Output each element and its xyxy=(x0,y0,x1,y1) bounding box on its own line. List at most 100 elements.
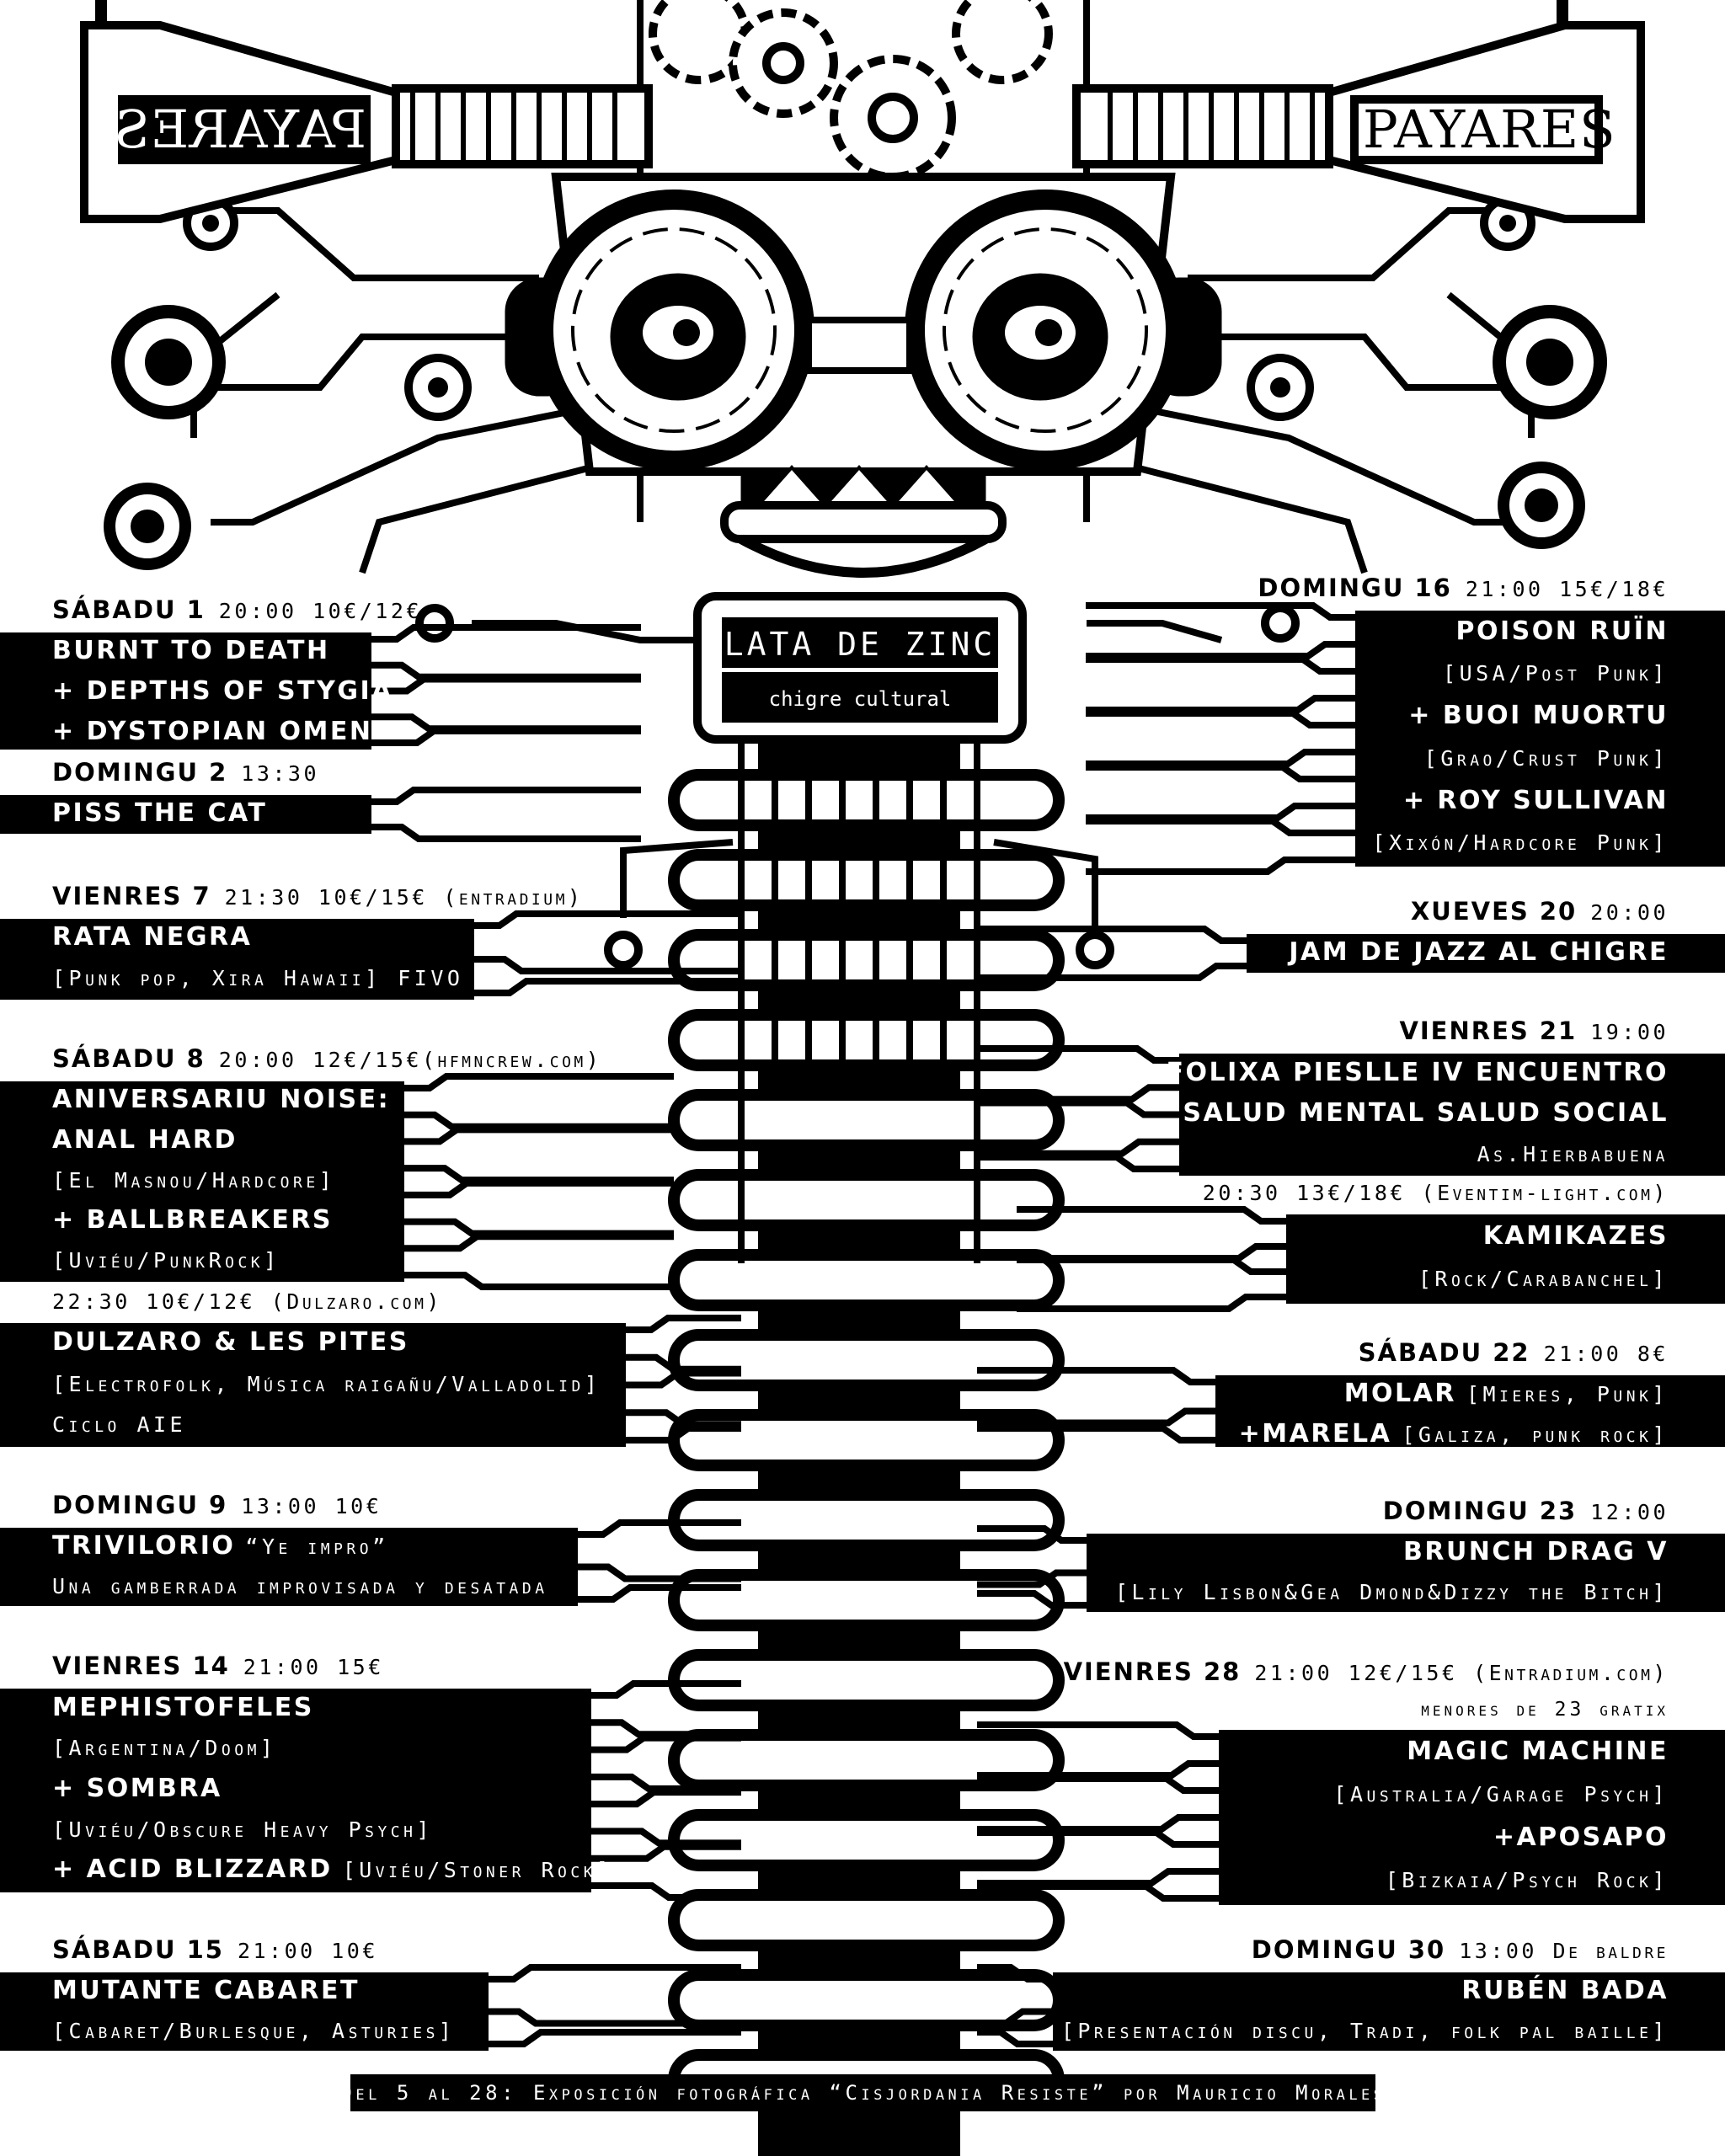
circuit-trace xyxy=(1086,764,1355,782)
event-day: DOMINGU 16 xyxy=(1258,574,1452,602)
event-block: Dulzaro & Les Pites [Electrofolk, Música … xyxy=(0,1323,626,1447)
event-block: Piss the Cat xyxy=(0,795,371,834)
band-name: Mutante Cabaret xyxy=(52,1976,360,2005)
event-line: [Uviéu/Obscure Heavy Psych] xyxy=(52,1812,433,1851)
band-name: + Acid Blizzard xyxy=(52,1854,333,1885)
spring-coil xyxy=(668,1249,1065,1311)
event-line: Jam de Jazz al Chigre xyxy=(1289,934,1669,974)
event-header: DOMINGU 2 13:30 xyxy=(52,755,319,793)
circuit-trace xyxy=(977,1084,1179,1103)
event-line: + Buoi Muortu xyxy=(1408,697,1669,738)
band-info: [Electrofolk, Música raigañu/Valladolid] xyxy=(52,1371,601,1396)
event-line: [Cabaret/Burlesque, Asturies] xyxy=(52,2013,456,2052)
right-trumpet xyxy=(1072,21,1645,223)
event-time-price: 21:00 15€/18€ xyxy=(1465,577,1669,601)
circuit-trace xyxy=(977,926,1247,944)
robot-face xyxy=(505,173,1222,578)
circuit-trace xyxy=(371,675,641,695)
event-time-price: 13:30 xyxy=(241,761,320,786)
band-name: + Depths of Stygia xyxy=(52,676,393,706)
event-block: Burnt to Death+ Depths of Stygia+ Dystop… xyxy=(0,632,391,750)
circuit-trace xyxy=(371,713,641,733)
circuit-trace xyxy=(626,1369,741,1389)
band-info: [El Masnou/Hardcore] xyxy=(52,1168,336,1193)
circuit-trace xyxy=(1017,1257,1286,1275)
exhibition-banner: Del 5 al 28: Exposición fotográfica “Cis… xyxy=(339,2074,1382,2111)
event-block: Rata Negra[Punk pop, Xira Hawaii] FIVO xyxy=(0,919,474,1000)
event-day: DOMINGU 30 xyxy=(1251,1935,1446,1964)
event-time-price: 12:00 xyxy=(1590,1500,1669,1524)
band-info: [Bizkaia/Psych Rock] xyxy=(1385,1868,1669,1893)
event-line: [USA/Post Punk] xyxy=(1443,655,1669,695)
band-info: [Grao/Crust Punk] xyxy=(1423,745,1669,771)
event-day: VIENRES 14 xyxy=(52,1652,230,1680)
event-block: Trivilorio“Ye impro”Una gamberrada impro… xyxy=(0,1528,578,1606)
event-day: DOMINGU 2 xyxy=(52,758,228,787)
event-line: + Dystopian Omen xyxy=(52,713,372,754)
circuit-trace xyxy=(591,1773,741,1792)
circuit-trace xyxy=(404,1233,674,1252)
circuit-trace xyxy=(371,661,641,680)
band-info: [Mieres, Punk] xyxy=(1466,1382,1669,1406)
circuit-trace xyxy=(977,1525,1087,1544)
circuit-trace xyxy=(591,1680,741,1699)
circuit-trace xyxy=(474,910,741,929)
band-name: Mephistofeles xyxy=(52,1692,314,1722)
band-info: [Presentación discu, Tradi, folk pal bai… xyxy=(1060,2019,1669,2043)
spring-coil xyxy=(668,769,1065,831)
circuit-trace xyxy=(1086,695,1355,713)
band-name: + Dystopian Omen xyxy=(52,717,373,746)
event-line: [Presentación discu, Tradi, folk pal bai… xyxy=(1061,2013,1669,2052)
circuit-trace xyxy=(1086,749,1355,767)
spring-coil xyxy=(668,1889,1065,1951)
band-name: Rubén Bada xyxy=(1461,1976,1669,2005)
circuit-trace xyxy=(591,1789,741,1808)
circuit-trace xyxy=(977,1138,1179,1157)
event-line: + Acid Blizzard[Uviéu/Stoner Rock] xyxy=(52,1851,613,1892)
event-block: Kamikazes[Rock/Carabanchel] xyxy=(1286,1214,1725,1304)
event-day: XUEVES 20 xyxy=(1410,897,1578,926)
band-name: + Ballbreakers xyxy=(52,1205,334,1235)
circuit-trace xyxy=(1017,1294,1286,1312)
event-block: Molar[Mieres, Punk]+Marela[Galiza, punk … xyxy=(1215,1375,1725,1449)
band-name: Folixa Pieslle IV Encuentro xyxy=(1166,1057,1669,1087)
event-line: [Xixón/Hardcore Punk] xyxy=(1372,825,1669,864)
circuit-trace xyxy=(977,1721,1219,1740)
event-line: [Electrofolk, Música raigañu/Valladolid] xyxy=(52,1366,601,1406)
event-day: VIENRES 21 xyxy=(1399,1017,1578,1045)
circuit-trace xyxy=(371,624,641,643)
band-name: Dulzaro & Les Pites xyxy=(52,1327,409,1358)
event-time-price: 19:00 xyxy=(1590,1020,1669,1044)
spring-coil xyxy=(668,929,1065,991)
event-header: DOMINGU 16 21:00 15€/18€ xyxy=(1258,571,1669,609)
event-block: Jam de Jazz al Chigre xyxy=(1247,934,1725,973)
event-line: [Uviéu/PunkRock] xyxy=(52,1242,280,1282)
circuit-trace xyxy=(489,2008,741,2027)
event-day: SÁBADU 8 xyxy=(52,1044,206,1073)
spring-coil xyxy=(668,1089,1065,1151)
circuit-trace xyxy=(977,1883,1219,1902)
band-name: Poison Ruïn xyxy=(1455,616,1669,646)
circuit-trace xyxy=(404,1272,674,1290)
circuit-trace xyxy=(977,1590,1087,1609)
circuit-trace xyxy=(1086,641,1355,659)
circuit-trace xyxy=(1086,656,1355,675)
event-time-price: 20:00 10€/12€ xyxy=(218,599,422,623)
spring-coil xyxy=(668,1969,1065,2031)
circuit-trace xyxy=(591,1734,741,1753)
band-name: Kamikazes xyxy=(1482,1220,1669,1251)
event-line: Aniversariu Noise: xyxy=(52,1081,390,1122)
circuit-trace xyxy=(578,1563,741,1582)
band-info: [Australia/Garage Psych] xyxy=(1333,1782,1669,1807)
event-line: [Bizkaia/Psych Rock] xyxy=(1386,1862,1669,1902)
event-day: SÁBADU 22 xyxy=(1358,1338,1530,1367)
event-line: [Grao/Crust Punk] xyxy=(1424,740,1669,780)
circuit-trace xyxy=(977,1099,1179,1118)
